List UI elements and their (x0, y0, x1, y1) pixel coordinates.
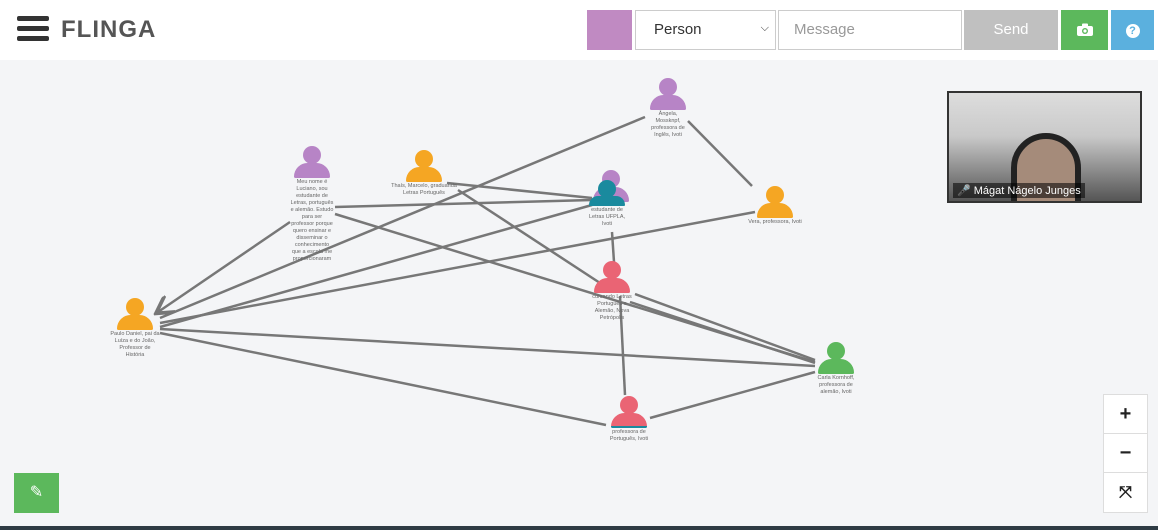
help-button[interactable]: ? (1111, 10, 1154, 50)
graph-node-vera[interactable]: Vera, professora, Ivoti (740, 186, 810, 226)
hamburger-menu-icon[interactable] (17, 16, 49, 42)
node-label: Ângela, Mossknpf, professora de Inglês, … (651, 111, 685, 138)
edge[interactable] (618, 295, 627, 396)
edge[interactable] (159, 327, 816, 368)
node-label: cursando Letras Português e Alemão, Nova… (592, 294, 632, 321)
send-button[interactable]: Send (964, 10, 1058, 50)
person-icon (757, 186, 793, 218)
person-icon (294, 146, 330, 178)
edge[interactable] (159, 115, 646, 320)
node-label: Vera, professora, Ivoti (748, 219, 802, 225)
node-label: professora de Português, Ivoti (609, 429, 649, 442)
edit-button[interactable]: ✎ (14, 473, 59, 513)
person-icon (117, 298, 153, 330)
top-bar: FLINGA Person ⌵ Message Send ? (0, 0, 1158, 60)
node-label: estudante de Letras UFPLA, Ivoti (588, 207, 626, 227)
edge[interactable] (649, 370, 816, 420)
app-logo: FLINGA (61, 16, 157, 43)
edge[interactable] (334, 198, 593, 209)
edge[interactable] (159, 210, 756, 325)
person-icon (611, 396, 647, 428)
graph-node-cluster[interactable]: estudante de Letras UFPLA, Ivoti (572, 170, 642, 228)
participant-name-tag: 🎤Mágat Nágelo Junges (953, 183, 1085, 198)
graph-node-carla[interactable]: Carla Kornhoff, professora de alemão, Iv… (801, 342, 871, 396)
node-label: Thaís, Marcelo, graduanda Letras Portugu… (391, 183, 457, 196)
fit-screen-button[interactable]: ⤧ (1119, 484, 1132, 501)
graph-node-luciano[interactable]: Meu nome é Luciano, sou estudante de Let… (277, 146, 347, 263)
bottom-bar (0, 526, 1158, 530)
edge[interactable] (158, 220, 291, 312)
person-icon (594, 261, 630, 293)
camera-icon (1076, 23, 1093, 37)
graph-node-paulo[interactable]: Paulo Daniel, pai da Luíza e do João, Pr… (100, 298, 170, 359)
graph-node-red-mid[interactable]: cursando Letras Português e Alemão, Nova… (577, 261, 647, 322)
edge[interactable] (629, 300, 816, 365)
camera-button[interactable] (1061, 10, 1108, 50)
help-icon: ? (1125, 24, 1140, 38)
zoom-out-button[interactable]: − (1104, 434, 1147, 473)
edge[interactable] (457, 188, 601, 285)
zoom-controls: + − ⤧ (1103, 394, 1148, 513)
person-icon (818, 342, 854, 374)
person-select[interactable]: Person ⌵ (635, 10, 776, 50)
zoom-in-button[interactable]: + (1104, 395, 1147, 434)
pencil-icon: ✎ (29, 484, 44, 501)
graph-node-red-bottom[interactable]: professora de Português, Ivoti (594, 396, 664, 443)
edge[interactable] (634, 292, 816, 362)
node-label: Carla Kornhoff, professora de alemão, Iv… (817, 375, 855, 395)
person-select-value: Person (654, 21, 702, 38)
person-icon (406, 150, 442, 182)
edge[interactable] (610, 231, 616, 263)
message-input[interactable]: Message (778, 10, 962, 50)
graph-node-angela[interactable]: Ângela, Mossknpf, professora de Inglês, … (633, 78, 703, 139)
person-icon (589, 170, 629, 206)
chevron-down-icon: ⌵ (760, 22, 769, 34)
edge[interactable] (446, 181, 593, 200)
mic-muted-icon: 🎤 (957, 185, 971, 197)
edge[interactable] (687, 120, 753, 187)
edge[interactable] (159, 203, 593, 329)
node-label: Paulo Daniel, pai da Luíza e do João, Pr… (110, 331, 160, 358)
color-picker[interactable] (587, 10, 632, 50)
node-label: Meu nome é Luciano, sou estudante de Let… (290, 179, 334, 262)
graph-node-thais[interactable]: Thaís, Marcelo, graduanda Letras Portugu… (389, 150, 459, 197)
person-icon (650, 78, 686, 110)
participant-name: Mágat Nágelo Junges (973, 185, 1081, 197)
video-feed[interactable]: 🎤Mágat Nágelo Junges (947, 91, 1142, 203)
edge[interactable] (159, 331, 607, 427)
